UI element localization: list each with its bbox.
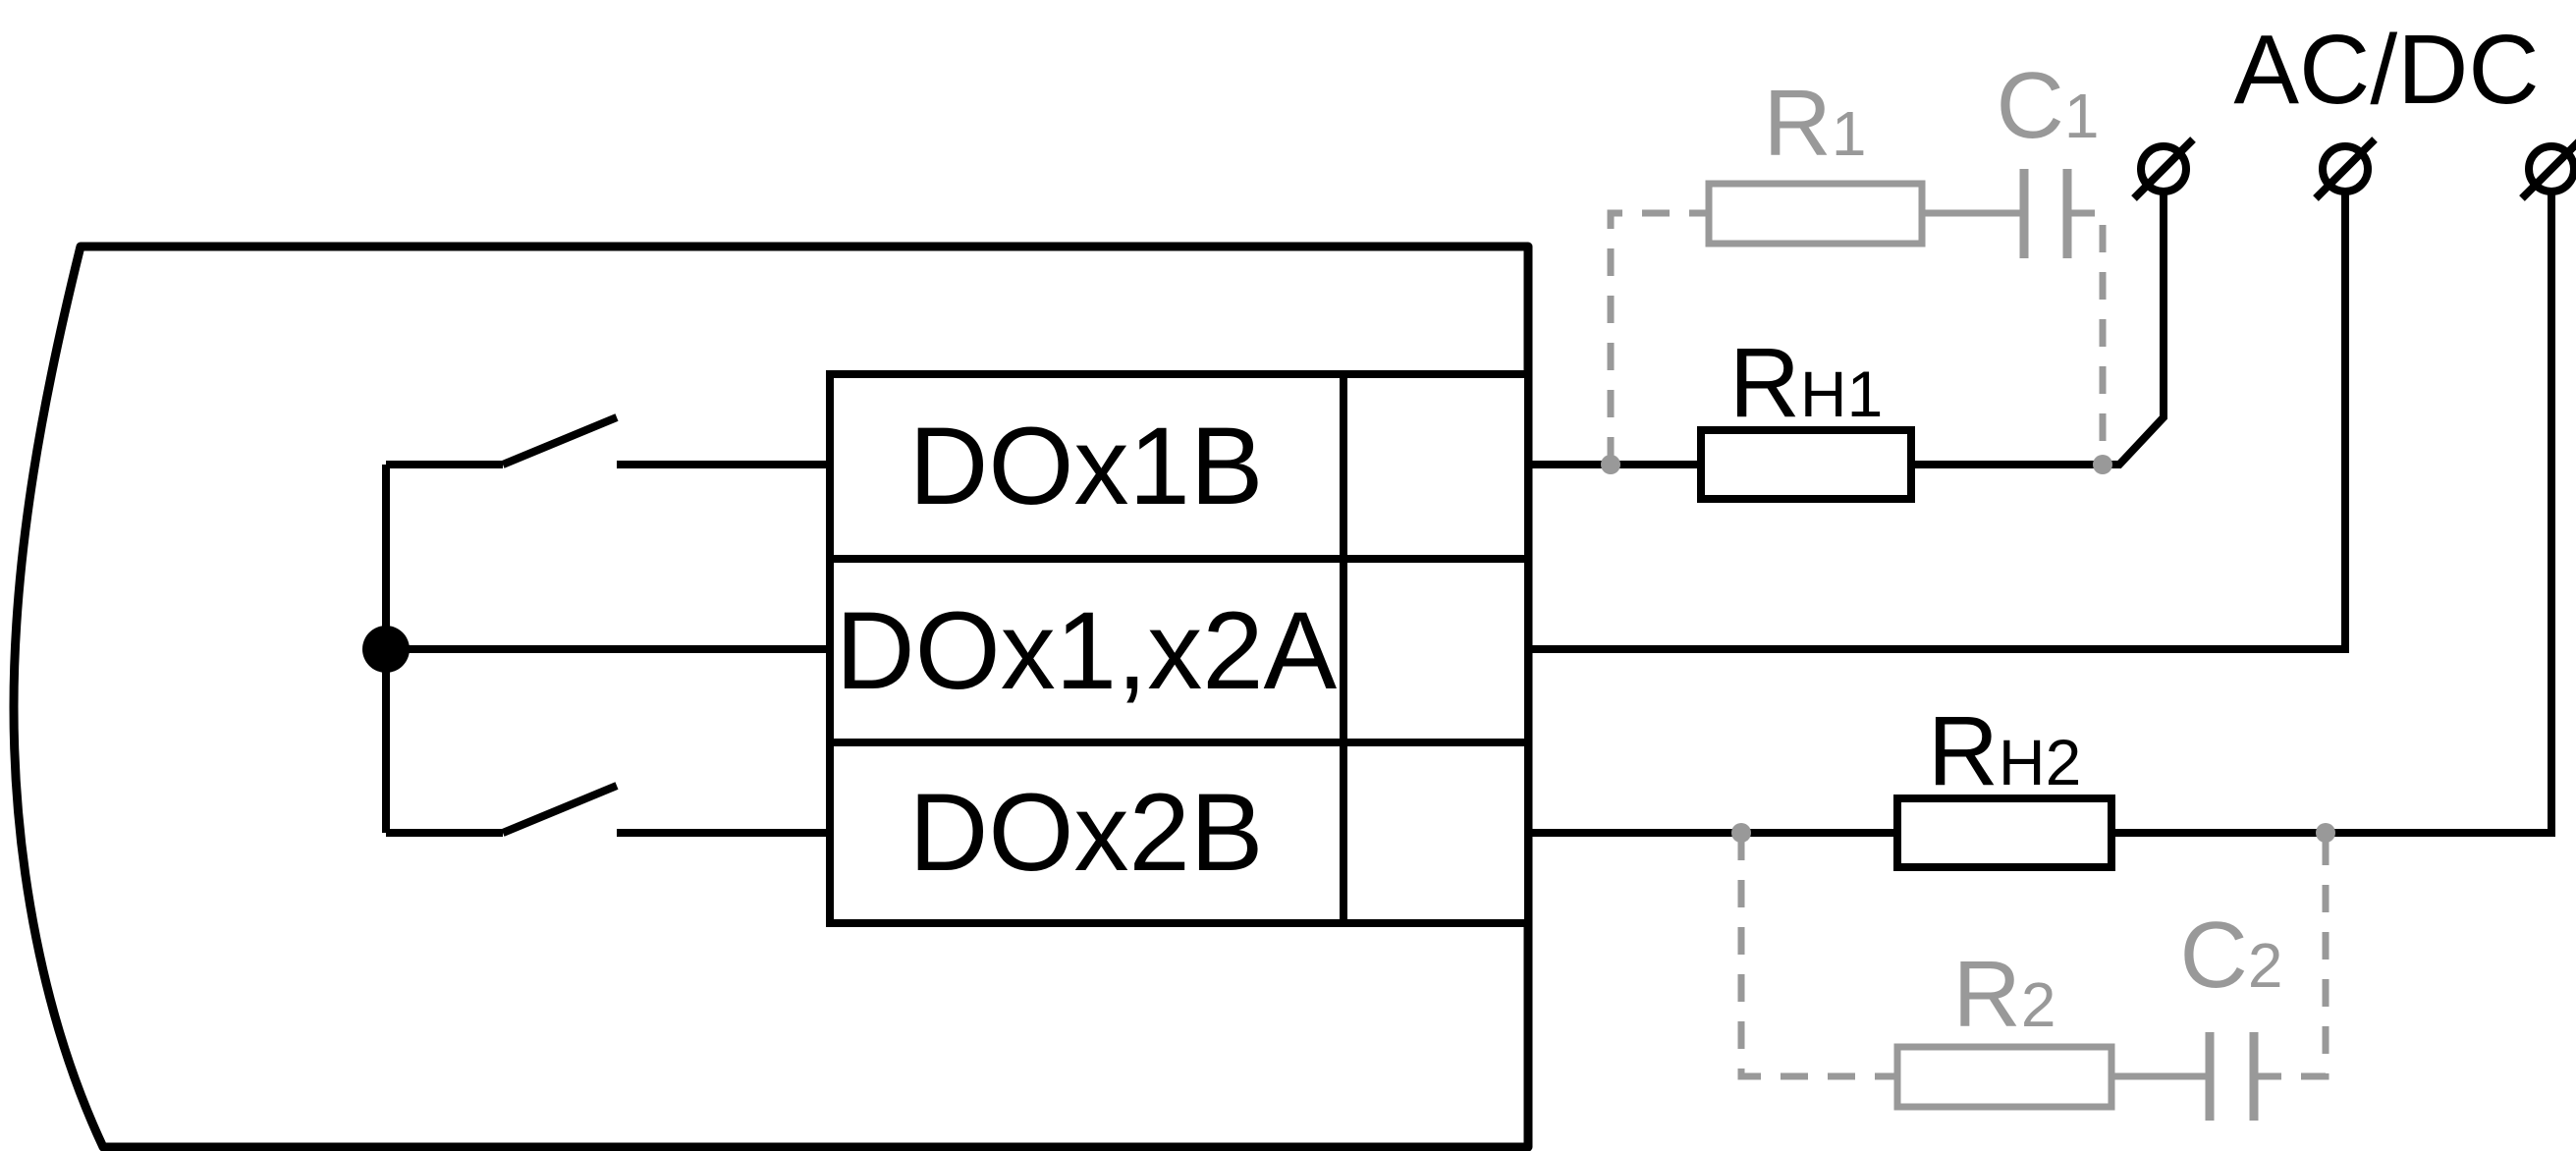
device-body-outline	[9, 242, 1533, 1151]
supply-terminal-3	[2519, 138, 2576, 201]
snubber-circuit-2: R2 C2	[1737, 833, 2329, 1121]
snubber1-r1-label: R1	[1764, 71, 1867, 176]
snubber2-right-dashed-wire	[2254, 833, 2329, 1080]
supply-terminal-2	[2313, 137, 2378, 201]
snubber1-right-dashed-wire	[2067, 209, 2107, 465]
load-circuit-2: RH2	[1528, 192, 2555, 871]
supply-terminal-1	[2131, 137, 2196, 201]
snubber2-c2-label: C2	[2180, 903, 2283, 1008]
snubber2-r2-label: R2	[1953, 942, 2056, 1047]
supply-terminals: AC/DC	[2131, 15, 2576, 201]
snubber1-left-dashed-wire	[1607, 209, 1709, 465]
snubber2-left-dashed-wire	[1737, 833, 1897, 1080]
junction-dot	[1731, 823, 1751, 843]
terminal-row-label-dox1x2a: DOx1,x2A	[836, 589, 1338, 712]
junction-dot	[2316, 823, 2335, 843]
switch2-blade	[501, 782, 619, 837]
terminal-row-label-dox2b: DOx2B	[909, 771, 1264, 894]
terminal-slash	[2131, 137, 2196, 201]
switch1-blade	[501, 413, 619, 468]
snubber1-resistor-r1	[1705, 180, 1926, 247]
load2-resistor-rh2	[1893, 795, 2115, 871]
contact-switch-1	[386, 413, 830, 468]
terminal-row-label-dox1b: DOx1B	[909, 405, 1264, 527]
terminal-block: DOx1B DOx1,x2A DOx2B	[826, 370, 1532, 927]
load1-wire-right	[1911, 192, 2167, 468]
terminal-slash	[2313, 137, 2378, 201]
load1-rh1-label: RH1	[1729, 328, 1884, 438]
load2-wire-right	[2111, 192, 2555, 837]
load2-rh2-label: RH2	[1928, 696, 2082, 806]
supply-label: AC/DC	[2233, 15, 2539, 125]
terminal-block-body	[826, 370, 1532, 927]
snubber2-resistor-r2	[1893, 1043, 2115, 1111]
snubber1-c1-label: C1	[1997, 53, 2100, 158]
load-circuit-1: RH1	[1528, 192, 2167, 503]
contact-switch-2	[386, 782, 830, 837]
junction-dot	[1601, 455, 1620, 474]
snubber-circuit-1: R1 C1	[1607, 53, 2107, 465]
relay-contacts	[362, 413, 830, 837]
common-circuit	[1528, 192, 2349, 653]
junction-dot	[2093, 455, 2112, 474]
terminal-slash	[2519, 138, 2576, 201]
load1-resistor-rh1	[1697, 426, 1915, 503]
common-wire	[1528, 192, 2349, 653]
